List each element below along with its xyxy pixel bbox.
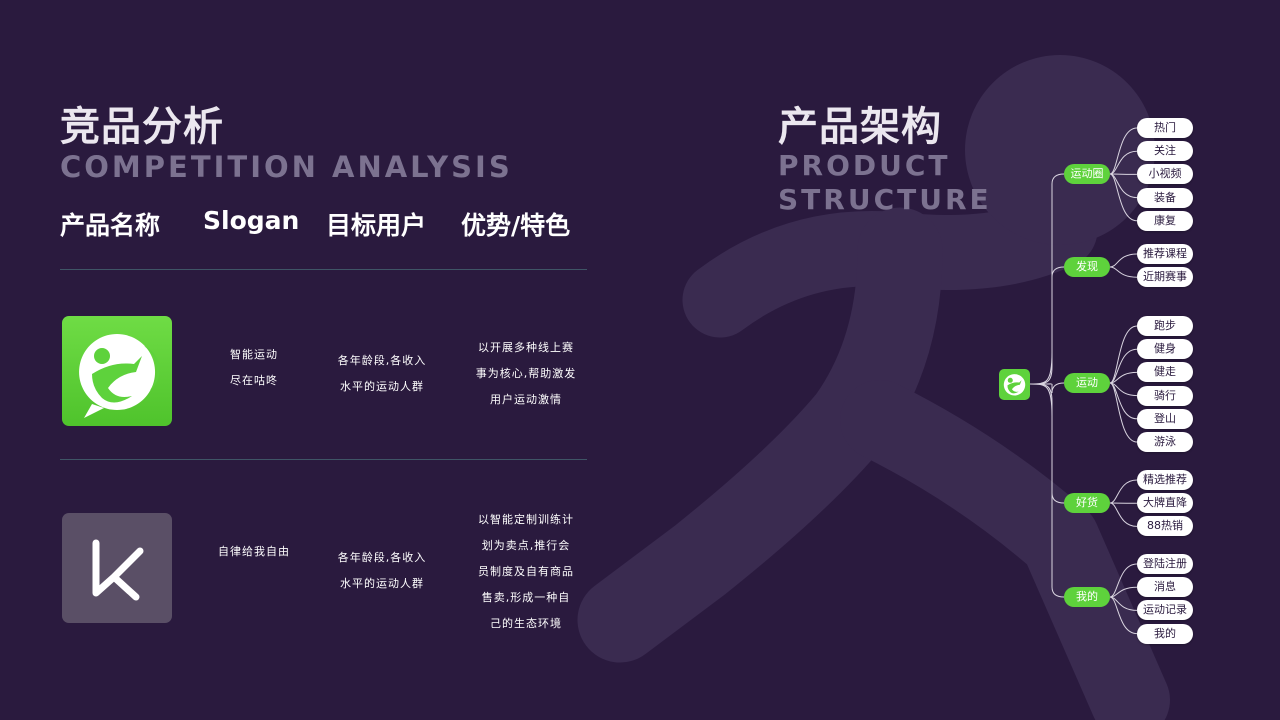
root-app-icon [999, 369, 1030, 400]
codoon-small-logo-icon [1003, 374, 1026, 396]
divider-middle [60, 459, 587, 460]
category-node: 运动 [1064, 373, 1110, 393]
leaf-node: 运动记录 [1137, 600, 1193, 621]
codoon-app-icon [62, 316, 172, 426]
structure-title-en: PRODUCT STRUCTURE [778, 149, 992, 216]
row2-users: 各年龄段,各收入 水平的运动人群 [337, 551, 427, 590]
header-target-users: 目标用户 [326, 211, 427, 240]
competition-title-cn: 竞品分析 [60, 104, 224, 150]
row2-features: 以智能定制训练计 划为卖点,推行会 员制度及自有商品 售卖,形成一种自 己的生态… [478, 513, 574, 630]
category-node: 发现 [1064, 257, 1110, 277]
category-node: 好货 [1064, 493, 1110, 513]
keep-k-icon [92, 539, 144, 601]
competition-title-en: COMPETITION ANALYSIS [60, 150, 513, 184]
leaf-node: 精选推荐 [1137, 470, 1193, 490]
leaf-node: 装备 [1137, 187, 1193, 208]
header-features: 优势/特色 [461, 211, 571, 240]
leaf-node: 热门 [1137, 118, 1193, 138]
leaf-node: 登山 [1137, 408, 1193, 429]
leaf-node: 大牌直降 [1137, 493, 1193, 514]
divider-top [60, 269, 587, 270]
header-product-name: 产品名称 [60, 211, 161, 240]
header-slogan: Slogan [203, 206, 300, 235]
leaf-node: 消息 [1137, 577, 1193, 598]
leaf-node: 骑行 [1137, 385, 1193, 406]
leaf-node: 健身 [1137, 339, 1193, 360]
leaf-node: 康复 [1137, 210, 1193, 231]
category-node: 我的 [1064, 587, 1110, 607]
leaf-node: 跑步 [1137, 316, 1193, 336]
structure-title-cn: 产品架构 [778, 104, 942, 150]
leaf-node: 关注 [1137, 141, 1193, 162]
leaf-node: 我的 [1137, 623, 1193, 644]
leaf-node: 近期赛事 [1137, 267, 1193, 288]
leaf-node: 登陆注册 [1137, 554, 1193, 574]
row1-slogan: 智能运动 尽在咕咚 [230, 348, 278, 387]
codoon-logo-icon [79, 334, 160, 418]
leaf-node: 88热销 [1137, 516, 1193, 537]
keep-app-icon [62, 513, 172, 623]
row1-users: 各年龄段,各收入 水平的运动人群 [337, 354, 427, 393]
row1-features: 以开展多种线上赛 事为核心,帮助激发 用户运动激情 [475, 341, 577, 406]
category-node: 运动圈 [1064, 164, 1110, 184]
leaf-node: 健走 [1137, 362, 1193, 383]
leaf-node: 小视频 [1137, 164, 1193, 185]
leaf-node: 游泳 [1137, 432, 1193, 452]
row2-slogan: 自律给我自由 [218, 545, 290, 558]
leaf-node: 推荐课程 [1137, 244, 1193, 264]
